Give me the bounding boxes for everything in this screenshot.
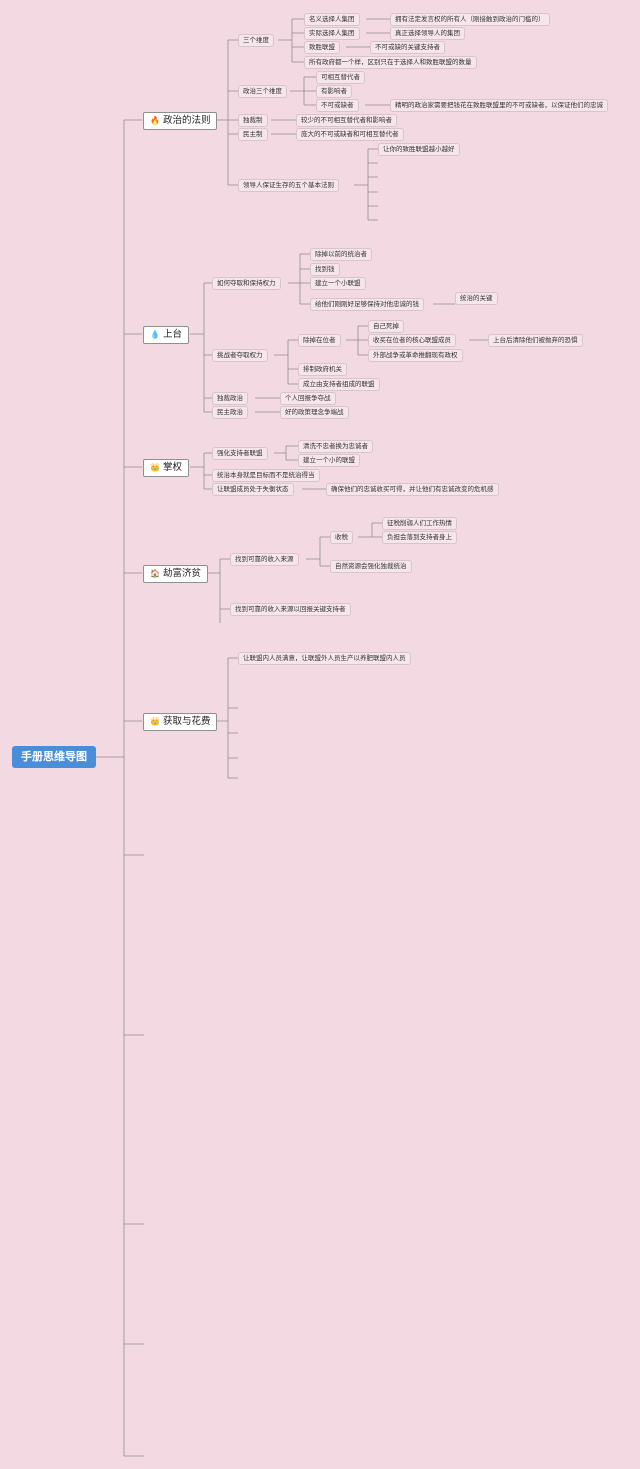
topic-node[interactable]: 给他们刚刚好足够保持对他忠诚的钱 [310, 298, 424, 311]
topic-node[interactable]: 领导人保证生存的五个基本法则 [238, 179, 339, 192]
topic-node[interactable]: 民主政治 [212, 406, 248, 419]
topic-node[interactable]: 负担会落到支持者身上 [382, 531, 457, 544]
topic-node[interactable]: 清洗不忠者换为忠诚者 [298, 440, 373, 453]
branch-holding-power[interactable]: 👑掌权 [143, 459, 189, 477]
branch-label: 劫富济贫 [162, 568, 201, 579]
topic-node[interactable]: 挑战者夺取权力 [212, 349, 268, 362]
drop-icon: 💧 [150, 330, 160, 339]
topic-node[interactable]: 拥有法定发言权的所有人（刚接触到政治的门槛的） [390, 13, 550, 26]
topic-node[interactable]: 自然资源会强化独裁统治 [330, 560, 412, 573]
topic-node[interactable]: 让你的致胜联盟越小越好 [378, 143, 460, 156]
branch-label: 上台 [162, 329, 182, 340]
topic-node[interactable]: 除掉在位者 [298, 334, 341, 347]
topic-node[interactable]: 庞大的不可或缺者和可相互替代者 [296, 128, 404, 141]
branch-taking-power[interactable]: 💧上台 [143, 326, 189, 344]
fire-icon: 🔥 [150, 116, 160, 125]
topic-node[interactable]: 统治本身就是目标而不是统治得当 [212, 469, 320, 482]
topic-node[interactable]: 建立一个小联盟 [310, 277, 366, 290]
branch-politics-rules[interactable]: 🔥政治的法则 [143, 112, 218, 130]
topic-node[interactable]: 三个维度 [238, 34, 274, 47]
branch-get-spend[interactable]: 👑获取与花费 [143, 713, 218, 731]
topic-node[interactable]: 统治的关键 [455, 292, 498, 305]
topic-node[interactable]: 找到可靠的收入来源以回报关键支持者 [230, 603, 351, 616]
topic-node[interactable]: 外部战争或革命推翻现有政权 [368, 349, 463, 362]
topic-node[interactable]: 所有政府都一个样，区别只在于选择人和致胜联盟的数量 [304, 56, 477, 69]
crown-icon: 👑 [150, 463, 160, 472]
topic-node[interactable]: 独裁政治 [212, 392, 248, 405]
topic-node[interactable]: 找到可靠的收入来源 [230, 553, 299, 566]
house-icon: 🏠 [150, 569, 160, 578]
branch-label: 获取与花费 [162, 716, 211, 727]
topic-node[interactable]: 建立一个小的联盟 [298, 454, 360, 467]
topic-node[interactable]: 民主制 [238, 128, 268, 141]
crown-icon: 👑 [150, 717, 160, 726]
topic-node[interactable]: 不可或缺的关键支持者 [370, 41, 445, 54]
topic-node[interactable]: 让联盟内人员满意，让联盟外人员生产以养肥联盟内人员 [238, 652, 411, 665]
branch-rob-rich[interactable]: 🏠劫富济贫 [143, 565, 208, 583]
branch-label: 政治的法则 [162, 115, 211, 126]
topic-node[interactable]: 较少的不可相互替代者和影响者 [296, 114, 397, 127]
topic-node[interactable]: 不可或缺者 [316, 99, 359, 112]
topic-node[interactable]: 真正选择领导人的集团 [390, 27, 465, 40]
topic-node[interactable]: 成立由支持者组成的联盟 [298, 378, 380, 391]
topic-node[interactable]: 征税削弱人们工作热情 [382, 517, 457, 530]
topic-node[interactable]: 个人回报争夺战 [280, 392, 336, 405]
topic-node[interactable]: 精明的政治家需要把钱花在致胜联盟里的不可或缺者，以保证他们的忠诚 [390, 99, 608, 112]
topic-node[interactable]: 强化支持者联盟 [212, 447, 268, 460]
topic-node[interactable]: 名义选择人集团 [304, 13, 360, 26]
root-topic[interactable]: 手册思维导图 [12, 746, 96, 768]
topic-node[interactable]: 政治三个维度 [238, 85, 287, 98]
topic-node[interactable]: 可相互替代者 [316, 71, 365, 84]
topic-node[interactable]: 独裁制 [238, 114, 268, 127]
topic-node[interactable]: 除掉以前的统治者 [310, 248, 372, 261]
topic-node[interactable]: 收买在位者的核心联盟成员 [368, 334, 456, 347]
topic-node[interactable]: 排制政府机关 [298, 363, 347, 376]
topic-node[interactable]: 好的政策理念争端战 [280, 406, 349, 419]
topic-node[interactable]: 实际选择人集团 [304, 27, 360, 40]
topic-node[interactable]: 自己死掉 [368, 320, 404, 333]
branch-label: 掌权 [162, 462, 182, 473]
topic-node[interactable]: 如何夺取和保持权力 [212, 277, 281, 290]
topic-node[interactable]: 找到钱 [310, 263, 340, 276]
topic-node[interactable]: 致胜联盟 [304, 41, 340, 54]
topic-node[interactable]: 让联盟成员处于失衡状态 [212, 483, 294, 496]
topic-node[interactable]: 有影响者 [316, 85, 352, 98]
topic-node[interactable]: 上台后清除他们被抛弃的恐惧 [488, 334, 583, 347]
topic-node[interactable]: 收税 [330, 531, 353, 544]
topic-node[interactable]: 确保他们的忠诚收买可得，并让他们有忠诚改变的危机感 [326, 483, 499, 496]
